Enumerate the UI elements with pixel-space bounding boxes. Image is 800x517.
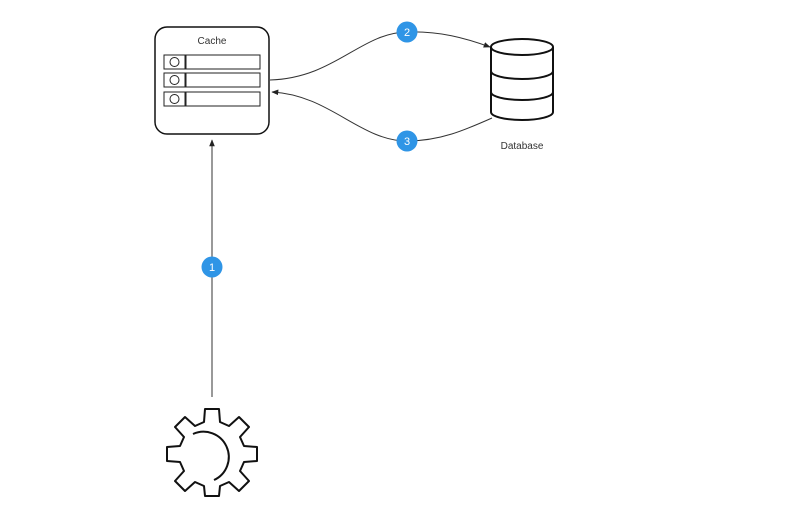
- cache-row-key-icon: [169, 57, 180, 67]
- cache-label: Cache: [198, 36, 227, 47]
- step-number: 2: [404, 27, 410, 39]
- step-number: 1: [209, 262, 215, 274]
- cache-row-key-icon: [169, 75, 180, 85]
- step-number: 3: [404, 136, 410, 148]
- cache-node[interactable]: Cache: [154, 26, 270, 135]
- gear-icon: [166, 408, 258, 497]
- cache-row: [163, 91, 261, 107]
- cache-row: [163, 72, 261, 88]
- step-badge-2: 2: [396, 21, 418, 43]
- step-badge-3: 3: [396, 130, 418, 152]
- database-icon: [490, 38, 554, 121]
- cache-row: [163, 54, 261, 70]
- connector-database-to-cache: [271, 89, 493, 142]
- database-label: Database: [501, 141, 544, 152]
- database-node[interactable]: Database: [490, 38, 554, 152]
- connector-cache-to-database: [269, 31, 491, 81]
- service-node[interactable]: [166, 408, 258, 497]
- cache-row-key-icon: [169, 94, 180, 104]
- step-badge-1: 1: [201, 256, 223, 278]
- gear-inner-arc: [192, 430, 230, 481]
